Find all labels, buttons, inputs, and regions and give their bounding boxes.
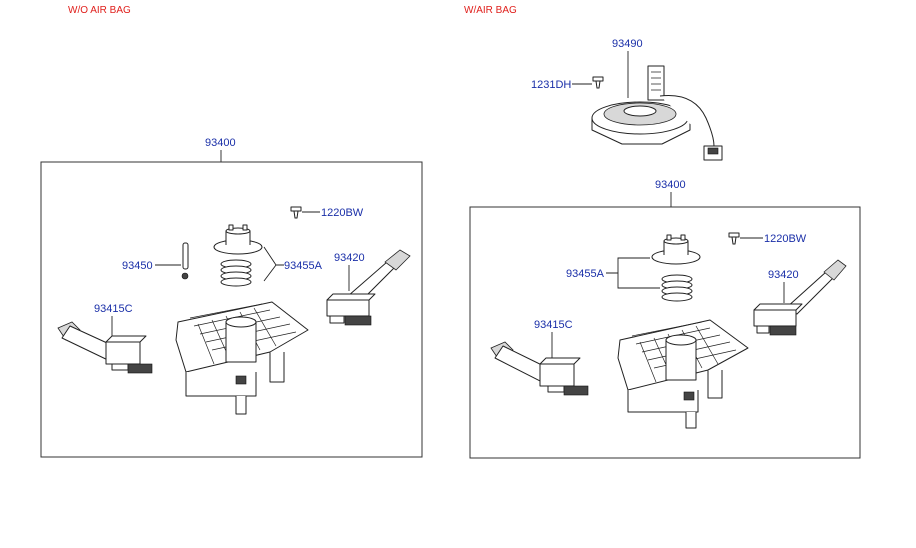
left-wiper-switch-number[interactable]: 93420 [334, 252, 365, 264]
right-assembly-frame [469, 206, 861, 459]
left-pin-icon [181, 242, 189, 280]
left-switch-body-icon [175, 301, 309, 415]
left-wiper-switch-icon [326, 249, 411, 326]
right-lighting-switch-number[interactable]: 93415C [534, 319, 573, 331]
left-spring-icon [220, 259, 252, 287]
left-assembly-number[interactable]: 93400 [205, 137, 236, 149]
right-cover-icon [651, 234, 701, 265]
right-wiper-switch-number[interactable]: 93420 [768, 269, 799, 281]
right-wiper-switch-icon [753, 259, 847, 336]
right-panel: 93490 1231DH 93400 1220B [469, 38, 861, 459]
right-clock-spring-icon [591, 65, 723, 161]
right-lighting-switch-icon [490, 341, 589, 396]
right-cover-spring-leader [606, 257, 660, 289]
left-cover-icon [213, 224, 263, 255]
left-screw-icon [290, 206, 302, 219]
left-lighting-switch-number[interactable]: 93415C [94, 303, 133, 315]
right-screw-icon [728, 232, 740, 245]
variant-label-with-airbag: W/AIR BAG [464, 5, 517, 16]
right-switch-body-icon [617, 319, 749, 429]
left-screw-number[interactable]: 1220BW [321, 207, 364, 219]
variant-label-without-airbag: W/O AIR BAG [68, 5, 131, 16]
left-panel: 93400 1220BW 93450 [40, 137, 423, 458]
right-clock-spring-screw-icon [592, 76, 604, 89]
left-cover-spring-number[interactable]: 93455A [284, 260, 323, 272]
left-assembly-frame [40, 161, 423, 458]
right-cover-spring-number[interactable]: 93455A [566, 268, 605, 280]
right-screw-number[interactable]: 1220BW [764, 233, 807, 245]
left-lighting-switch-icon [57, 321, 153, 374]
right-assembly-number[interactable]: 93400 [655, 179, 686, 191]
right-spring-icon [661, 274, 693, 302]
left-pin-number[interactable]: 93450 [122, 260, 153, 272]
right-clock-spring-number[interactable]: 93490 [612, 38, 643, 50]
left-cover-spring-leader [263, 246, 284, 282]
right-clock-spring-screw-number[interactable]: 1231DH [531, 79, 571, 91]
